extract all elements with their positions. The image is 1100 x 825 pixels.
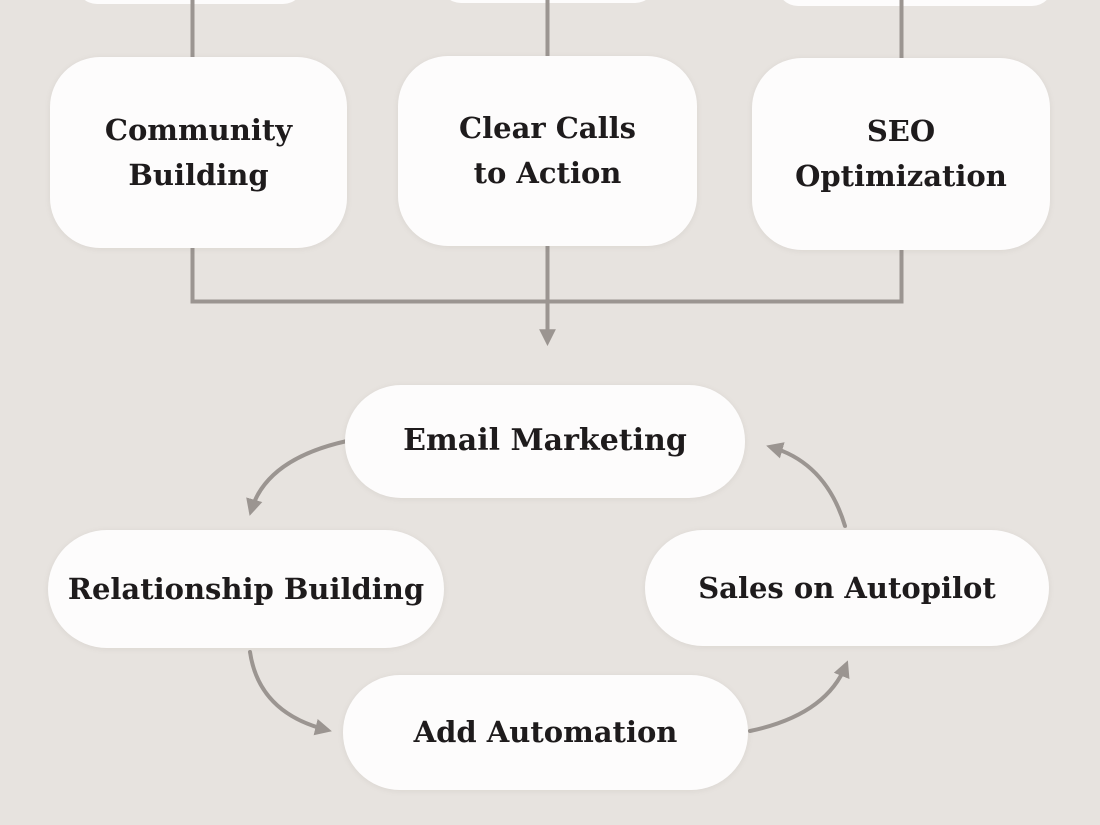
node-community-building: Community Building	[50, 57, 347, 248]
arrow-email-to-relationship	[246, 439, 349, 516]
cutoff-box-top-left	[76, 0, 304, 4]
node-clear-calls-to-action: Clear Calls to Action	[398, 56, 697, 246]
arrow-relationship-to-automation	[248, 650, 332, 736]
cutoff-box-top-right	[777, 0, 1053, 6]
node-relationship-building: Relationship Building	[48, 530, 444, 648]
node-label: SEO Optimization	[795, 114, 1007, 193]
node-email-marketing: Email Marketing	[345, 385, 745, 498]
node-add-automation: Add Automation	[343, 675, 748, 790]
node-sales-on-autopilot: Sales on Autopilot	[645, 530, 1049, 646]
node-label: Sales on Autopilot	[698, 570, 996, 605]
node-label: Relationship Building	[67, 571, 425, 606]
arrow-sales-to-email	[766, 442, 847, 528]
node-label: Clear Calls to Action	[459, 111, 636, 190]
node-label: Email Marketing	[403, 423, 687, 459]
arrow-automation-to-sales	[748, 660, 850, 733]
node-label: Add Automation	[413, 715, 678, 750]
node-label: Community Building	[104, 112, 293, 192]
node-seo-optimization: SEO Optimization	[752, 58, 1050, 250]
